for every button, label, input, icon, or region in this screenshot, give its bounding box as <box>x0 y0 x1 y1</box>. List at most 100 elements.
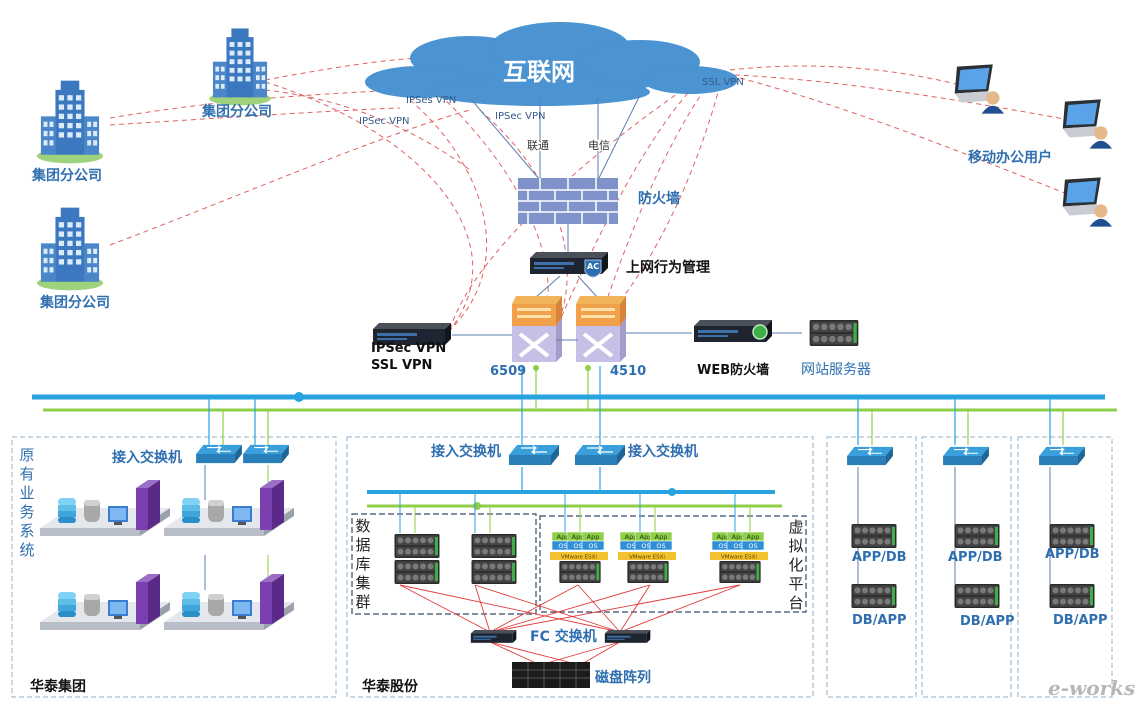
middle-bus-node <box>668 488 676 496</box>
core-switch-6509-label: 6509 <box>490 364 527 379</box>
branch-label-low: 集团分公司 <box>40 295 110 311</box>
isp-unicom-label: 联通 <box>527 139 549 152</box>
right-server-1-bottom-label: DB/APP <box>852 613 907 628</box>
db-server-2a <box>471 534 517 558</box>
vm-app-block-label: App <box>655 533 668 541</box>
fc-switch-left <box>470 630 517 643</box>
db-cluster-border <box>351 513 537 615</box>
vm-os-block-label: OS <box>656 542 665 550</box>
right-zone-3-border <box>1017 436 1113 698</box>
legacy-title-char: 业 <box>19 484 35 502</box>
right-server-3-bottom <box>1049 584 1095 608</box>
vm-app-block-label: App <box>625 533 638 541</box>
right-server-2-top-label: APP/DB <box>948 550 1003 565</box>
legacy-zone-border <box>11 436 337 698</box>
mobile-user-laptop-3 <box>1062 177 1112 227</box>
vpn-label-ipsec-mid: IPSec VPN <box>495 111 546 122</box>
legacy-title-char: 原 <box>19 446 35 464</box>
e-works-watermark: e-works <box>1048 676 1136 700</box>
isp-ipsec-line <box>469 97 541 181</box>
right-server-2-top <box>954 524 1000 548</box>
legacy-system-server-2 <box>164 480 294 536</box>
vm-app-block-label: App <box>747 533 760 541</box>
branch-building-left <box>36 80 104 164</box>
right-zone-2-border <box>921 436 1012 698</box>
db-title-char: 数 <box>355 517 371 535</box>
mobile-user-laptop-1 <box>954 64 1004 114</box>
right-server-1-bottom <box>851 584 897 608</box>
right-server-1-top <box>851 524 897 548</box>
vm-app-block-label: App <box>587 533 600 541</box>
core-switch-4510-label: 4510 <box>610 364 647 379</box>
access-switch-legacy-2 <box>242 444 290 464</box>
legacy-system-server-3 <box>40 574 170 630</box>
web-firewall-label: WEB防火墙 <box>697 363 770 378</box>
hypervisor-label: VMware ESXi <box>561 555 597 561</box>
vpn-gateway-label-2: SSL VPN <box>371 358 433 373</box>
db-title-char: 库 <box>355 555 371 573</box>
vm-os-block <box>741 540 765 551</box>
access-switch-right-3 <box>1038 446 1086 466</box>
main-bus-node <box>294 392 304 402</box>
hypervisor-layer <box>618 552 676 560</box>
legacy-system-server-1 <box>40 480 170 536</box>
behavior-management-label: 上网行为管理 <box>626 260 710 276</box>
vm-app-block-label: App <box>717 533 730 541</box>
legacy-title-char: 系 <box>19 522 35 540</box>
right-server-3-top-label: APP/DB <box>1045 547 1100 562</box>
vm-os-block-label: OS <box>748 542 757 550</box>
access-switch-right-1 <box>846 446 894 466</box>
db-title-char: 群 <box>355 593 371 611</box>
core-switch-6509 <box>512 296 562 364</box>
vm-app-block-label: App <box>572 533 585 541</box>
right-server-2-bottom <box>954 584 1000 608</box>
hypervisor-layer <box>550 552 608 560</box>
core-switch-4510 <box>576 296 626 364</box>
fc-switch-label: FC 交换机 <box>528 629 599 645</box>
core-right-port <box>585 365 591 371</box>
vm-app-block-label: App <box>732 533 745 541</box>
vpn-gateway-label-1: IPSec VPN <box>371 341 447 356</box>
db-server-2b <box>471 560 517 584</box>
isp-ssl-line <box>597 94 641 181</box>
core-left-port <box>533 365 539 371</box>
virtualization-host-1 <box>559 561 601 583</box>
isp-telecom-label: 电信 <box>588 139 610 152</box>
firewall-brick <box>518 178 618 224</box>
legacy-title-char: 务 <box>19 503 35 521</box>
vpn-label-ssl: SSL VPN <box>702 77 744 88</box>
vm-os-block-label: OS <box>641 542 650 550</box>
hypervisor-label: VMware ESXi <box>629 555 665 561</box>
vm-app-block-label: App <box>557 533 570 541</box>
middle-bus-green-node <box>473 502 481 510</box>
ac-to-core-left <box>534 275 561 299</box>
middle-zone-border <box>346 436 814 698</box>
db-server-1a <box>394 534 440 558</box>
db-cluster-title: 数 据 库 集 群 <box>355 517 371 612</box>
legacy-system-server-4 <box>164 574 294 630</box>
vm-os-block-label: OS <box>718 542 727 550</box>
db-title-char: 集 <box>355 574 371 592</box>
vpn-label-ipses: IPSes VPN <box>406 95 457 106</box>
virtualization-host-2 <box>627 561 669 583</box>
web-server-label: 网站服务器 <box>801 362 871 378</box>
firewall-label: 防火墙 <box>638 191 680 207</box>
legacy-title-char: 有 <box>19 465 35 483</box>
hypervisor-layer <box>710 552 768 560</box>
vm-os-block <box>649 540 673 551</box>
db-server-1b <box>394 560 440 584</box>
access-switch-legacy-label: 接入交换机 <box>112 450 182 466</box>
right-server-1-top-label: APP/DB <box>852 550 907 565</box>
branch-label-mid: 集团分公司 <box>32 168 102 184</box>
access-switch-mid-left-label: 接入交换机 <box>431 444 501 460</box>
vm-os-block <box>581 540 605 551</box>
vm-os-block-label: OS <box>626 542 635 550</box>
virtualization-title: 虚 拟 化 平 台 <box>788 518 804 613</box>
right-drops <box>857 467 1051 584</box>
fc-switch-right <box>604 630 651 643</box>
middle-drops <box>399 492 751 533</box>
ac-shield-icon <box>584 259 602 278</box>
branch-building-top <box>209 28 271 106</box>
